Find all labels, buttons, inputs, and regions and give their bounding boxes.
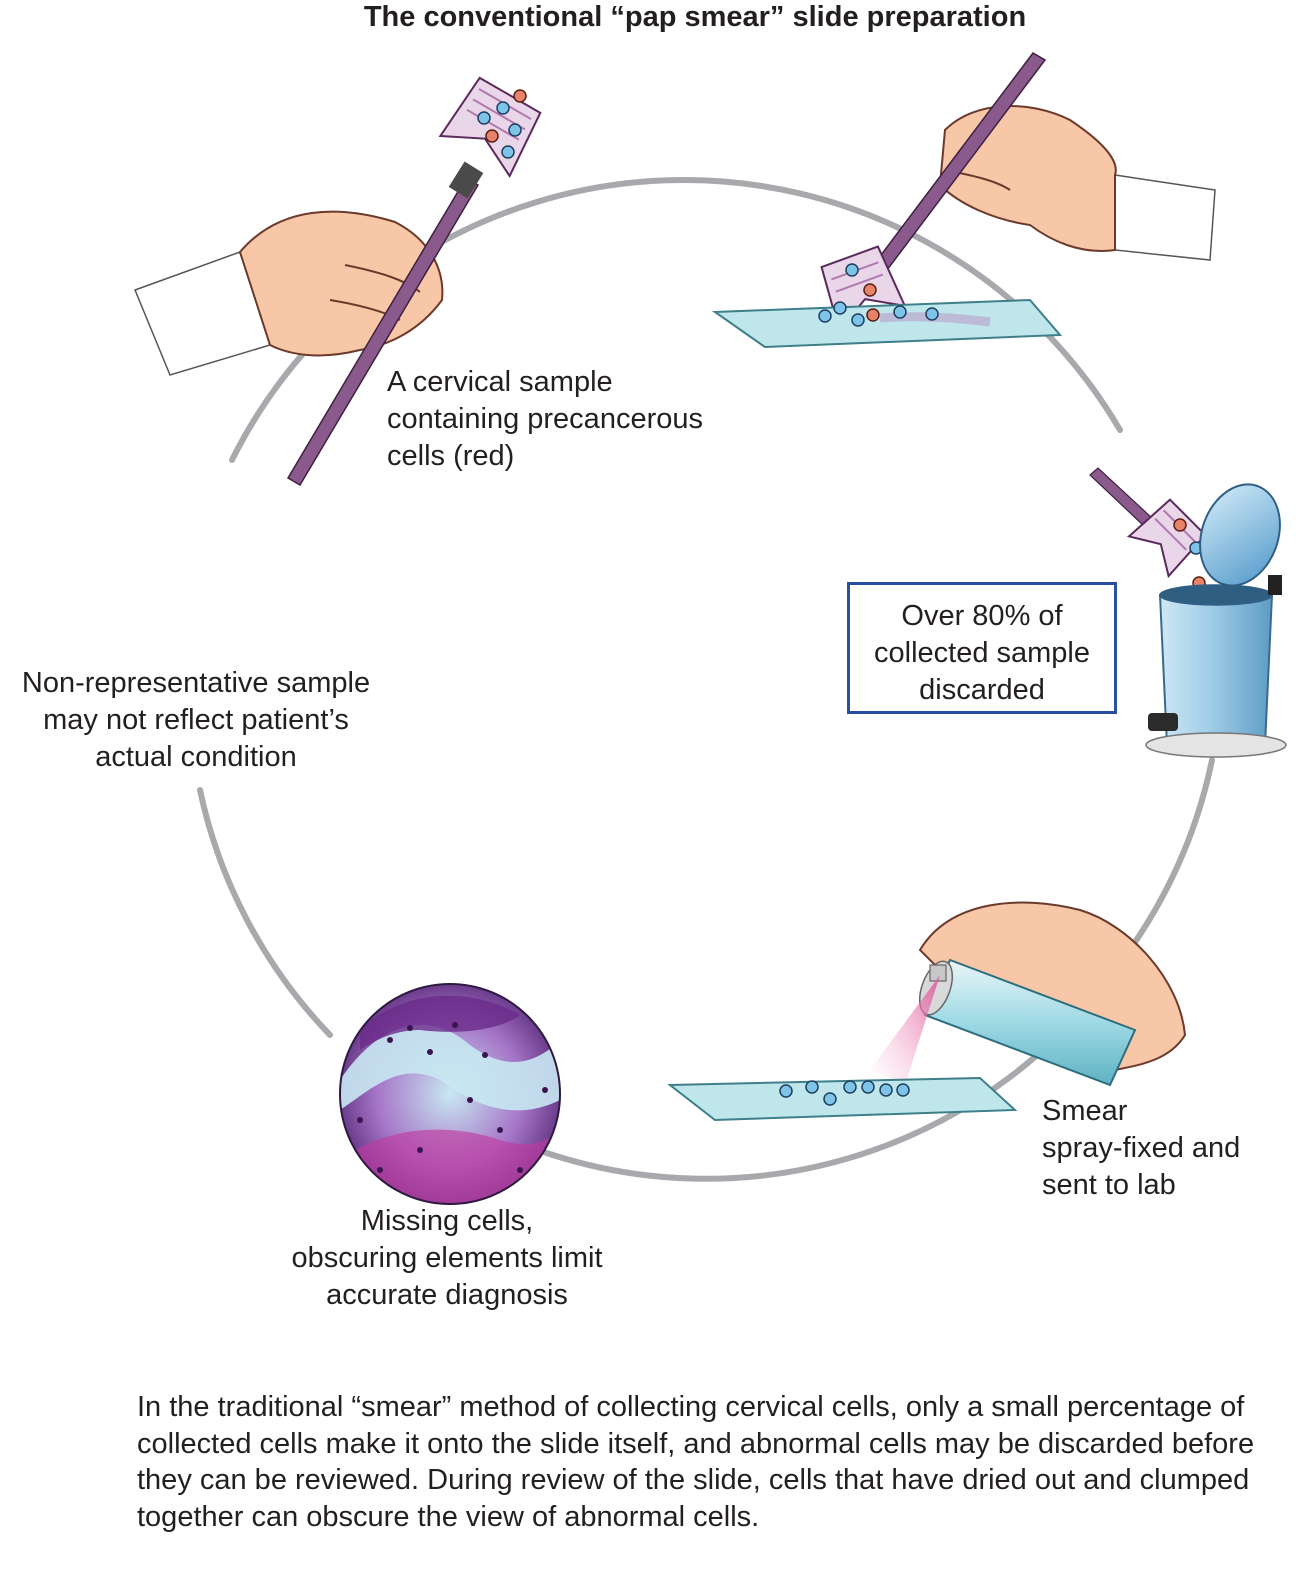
label-line: Over 80% of (901, 600, 1063, 632)
precancerous-cell-icon (485, 129, 499, 143)
precancerous-cell-icon (1173, 518, 1187, 532)
label-line: Missing cells, (360, 1205, 534, 1237)
normal-cell-icon (925, 307, 939, 321)
diagram-title: The conventional “pap smear” slide prepa… (363, 1, 1027, 33)
label-spray-fixed: Smear spray-fixed and sent to lab (1042, 1093, 1240, 1204)
normal-cell-icon (833, 301, 847, 315)
cycle-ring-arc-left (197, 787, 333, 1038)
sleeve-right-icon (1114, 174, 1216, 261)
spray-mist-icon (870, 975, 940, 1085)
figure-caption: In the traditional “smear” method of col… (137, 1391, 1255, 1533)
label-line: spray-fixed and (1042, 1132, 1241, 1164)
label-non-representative: Non-representative sample may not reflec… (0, 665, 392, 776)
label-cervical-sample: A cervical sample containing precancerou… (387, 364, 703, 475)
cycle-ring-arc-right (1117, 757, 1215, 966)
slide-top-icon (711, 298, 1063, 349)
normal-cell-icon (851, 313, 865, 327)
label-line: accurate diagnosis (326, 1279, 568, 1311)
slide-bottom-icon (667, 1076, 1018, 1122)
normal-cell-icon (779, 1084, 793, 1098)
label-line: Non-representative sample (21, 667, 371, 699)
brush-handle-discard-icon (1089, 467, 1153, 527)
spray-fix-illustration (667, 901, 1187, 1122)
label-line: sent to lab (1042, 1169, 1176, 1201)
label-line: Smear (1042, 1095, 1128, 1127)
normal-cell-icon (879, 1083, 893, 1097)
microscope-view-illustration (339, 983, 561, 1205)
brush-head-left-icon (438, 76, 542, 178)
normal-cell-icon (501, 145, 515, 159)
label-line: discarded (919, 674, 1045, 706)
callout-discarded: Over 80% of collected sample discarded (847, 582, 1117, 714)
label-line: collected sample (874, 637, 1090, 669)
normal-cell-icon (508, 123, 522, 137)
normal-cell-icon (805, 1080, 819, 1094)
label-missing-cells: Missing cells, obscuring elements limit … (247, 1203, 647, 1314)
normal-cell-icon (893, 305, 907, 319)
brush-sample-illustration (134, 76, 542, 487)
smear-on-slide-illustration (711, 52, 1216, 349)
label-line: actual condition (95, 741, 297, 773)
precancerous-cell-icon (513, 89, 527, 103)
label-line: A cervical sample (387, 366, 613, 398)
precancerous-cell-icon (863, 283, 877, 297)
trash-pedal-icon (1148, 713, 1178, 731)
label-line: may not reflect patient’s (43, 704, 349, 736)
trash-lid-icon (1199, 483, 1281, 587)
normal-cell-icon (823, 1092, 837, 1106)
normal-cell-icon (896, 1083, 910, 1097)
hand-right-icon (938, 105, 1117, 252)
normal-cell-icon (861, 1080, 875, 1094)
discard-trash-illustration (1089, 467, 1287, 758)
normal-cell-icon (818, 309, 832, 323)
label-line: obscuring elements limit (291, 1242, 603, 1274)
precancerous-cell-icon (866, 308, 880, 322)
normal-cell-icon (496, 101, 510, 115)
label-line: containing precancerous (387, 403, 703, 435)
brush-handle-left-icon (286, 176, 480, 487)
normal-cell-icon (477, 111, 491, 125)
label-line: cells (red) (387, 440, 515, 472)
normal-cell-icon (845, 263, 859, 277)
normal-cell-icon (843, 1080, 857, 1094)
brush-head-discard-icon (1126, 498, 1207, 579)
